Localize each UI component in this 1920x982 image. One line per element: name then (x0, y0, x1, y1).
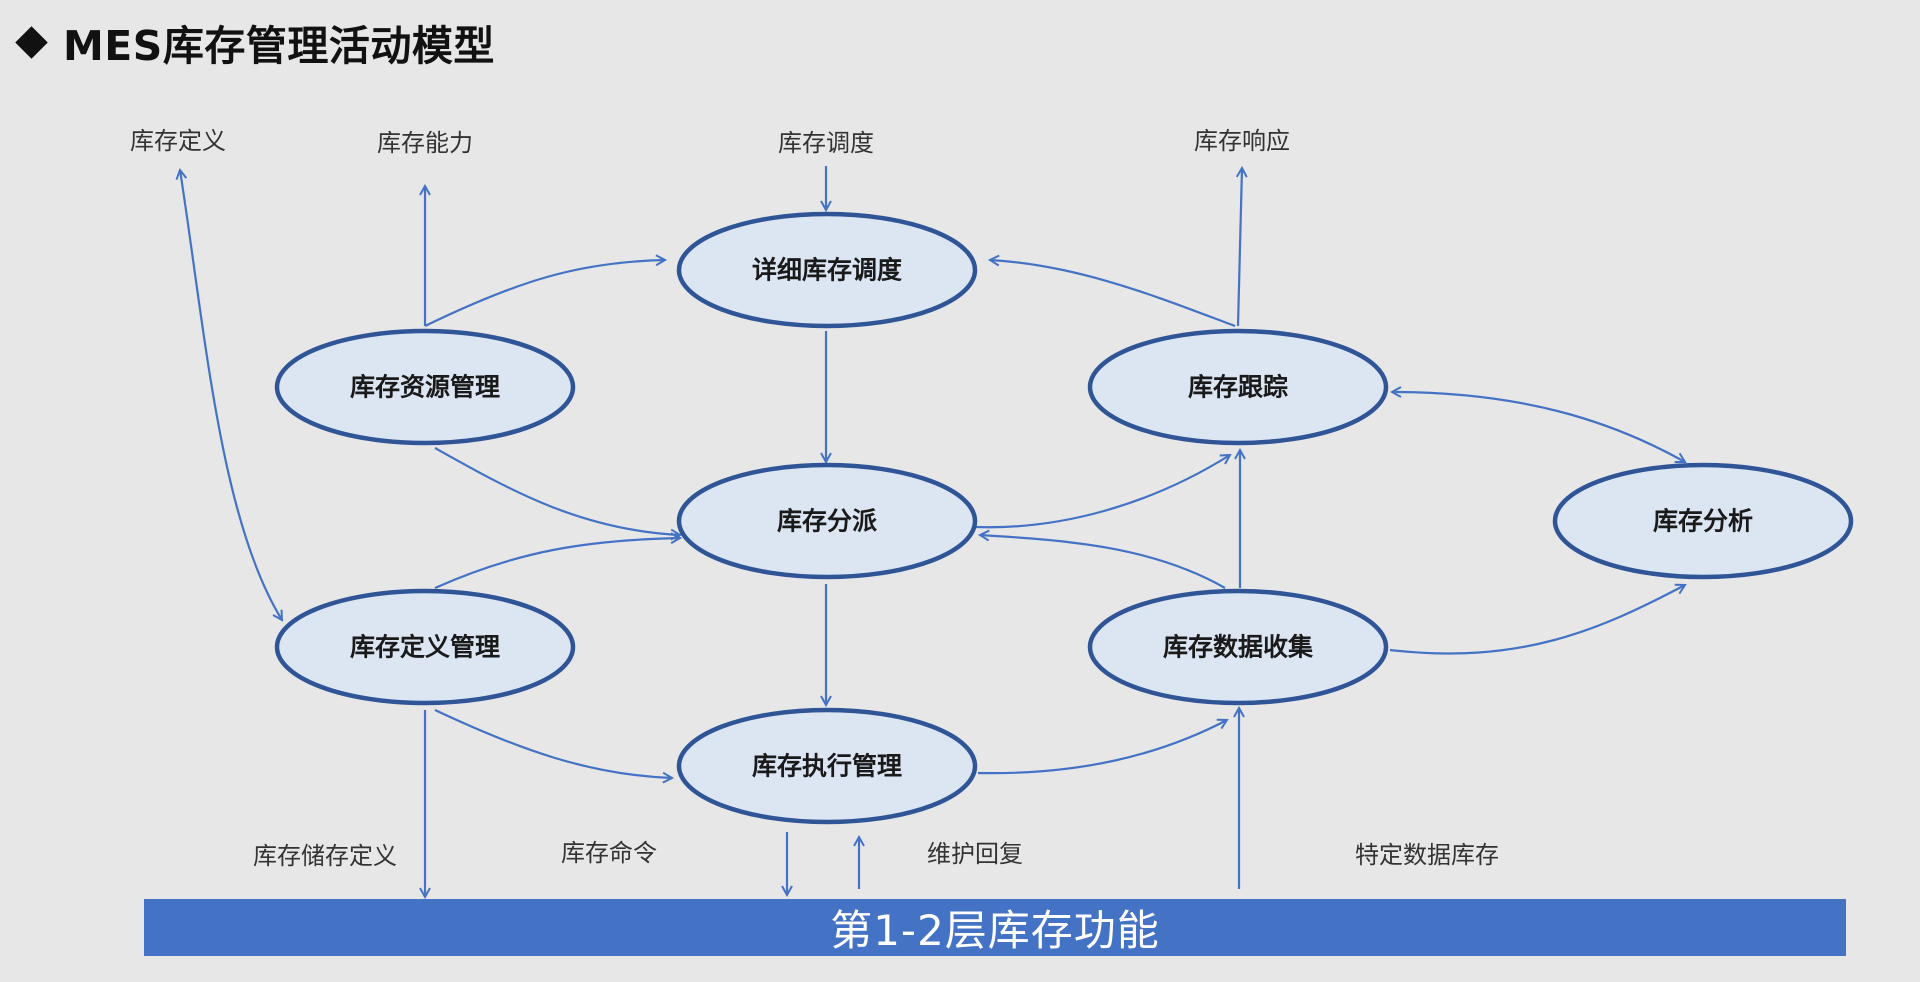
node-ellipse (274, 588, 576, 706)
node-label: 库存数据收集 (1163, 633, 1314, 662)
edge-data-collection-to-analysis (1389, 585, 1685, 655)
flow-label-inventory-response: 库存响应 (1194, 127, 1290, 155)
edge-resource-to-scheduling (424, 260, 665, 327)
edge-definition-to-definition-management (180, 170, 282, 620)
edge-dispatching-to-tracking (974, 455, 1230, 529)
node-data-collection: 库存数据收集 (1087, 588, 1389, 706)
node-analysis: 库存分析 (1552, 462, 1854, 580)
flow-label-inventory-definition: 库存定义 (130, 127, 226, 155)
flow-labels: 库存定义 库存能力 库存调度 库存响应 库存储存定义 库存命令 维护回复 特定数… (130, 127, 1499, 870)
level-1-2-inventory-bar: 第1-2层库存功能 (144, 899, 1846, 956)
edge-tracking-to-response (1238, 168, 1242, 327)
flow-label-specific-data-inventory: 特定数据库存 (1355, 841, 1499, 869)
node-label: 库存跟踪 (1188, 373, 1288, 402)
node-label: 详细库存调度 (752, 256, 902, 285)
node-dispatching: 库存分派 (676, 462, 978, 580)
node-ellipse (1552, 462, 1854, 580)
edge-tracking-to-scheduling (990, 260, 1236, 328)
node-ellipse (676, 707, 978, 825)
page-title: MES库存管理活动模型 (14, 14, 495, 70)
flow-label-inventory-command: 库存命令 (561, 839, 657, 867)
node-detailed-scheduling: 详细库存调度 (676, 211, 978, 329)
node-resource-management: 库存资源管理 (274, 328, 576, 446)
edge-execution-to-data-collection (977, 720, 1227, 775)
node-definition-management: 库存定义管理 (274, 588, 576, 706)
node-tracking: 库存跟踪 (1087, 328, 1389, 446)
node-ellipse (676, 211, 978, 329)
flow-label-storage-definition: 库存储存定义 (253, 842, 397, 870)
node-ellipse (1087, 588, 1389, 706)
edge-resource-to-dispatching (434, 447, 680, 535)
node-label: 库存执行管理 (752, 752, 902, 781)
edge-definition-mgmt-to-dispatching (434, 538, 680, 590)
node-label: 库存定义管理 (350, 633, 500, 662)
node-label: 库存分析 (1653, 507, 1753, 536)
flow-label-maintenance-reply: 维护回复 (927, 840, 1023, 868)
edges (180, 166, 1685, 897)
page-title-text: MES库存管理活动模型 (63, 22, 495, 70)
node-execution-management: 库存执行管理 (676, 707, 978, 825)
edge-definition-mgmt-to-execution (434, 709, 672, 778)
node-label: 库存分派 (777, 507, 877, 536)
edge-data-collection-to-dispatching (980, 535, 1226, 589)
node-ellipse (274, 328, 576, 446)
edge-tracking-analysis (1392, 392, 1685, 462)
flow-label-inventory-schedule: 库存调度 (778, 129, 874, 157)
flow-label-inventory-capability: 库存能力 (377, 129, 473, 157)
node-ellipse (1087, 328, 1389, 446)
node-label: 库存资源管理 (350, 373, 500, 402)
bottom-bar-label: 第1-2层库存功能 (830, 906, 1160, 955)
node-ellipse (676, 462, 978, 580)
